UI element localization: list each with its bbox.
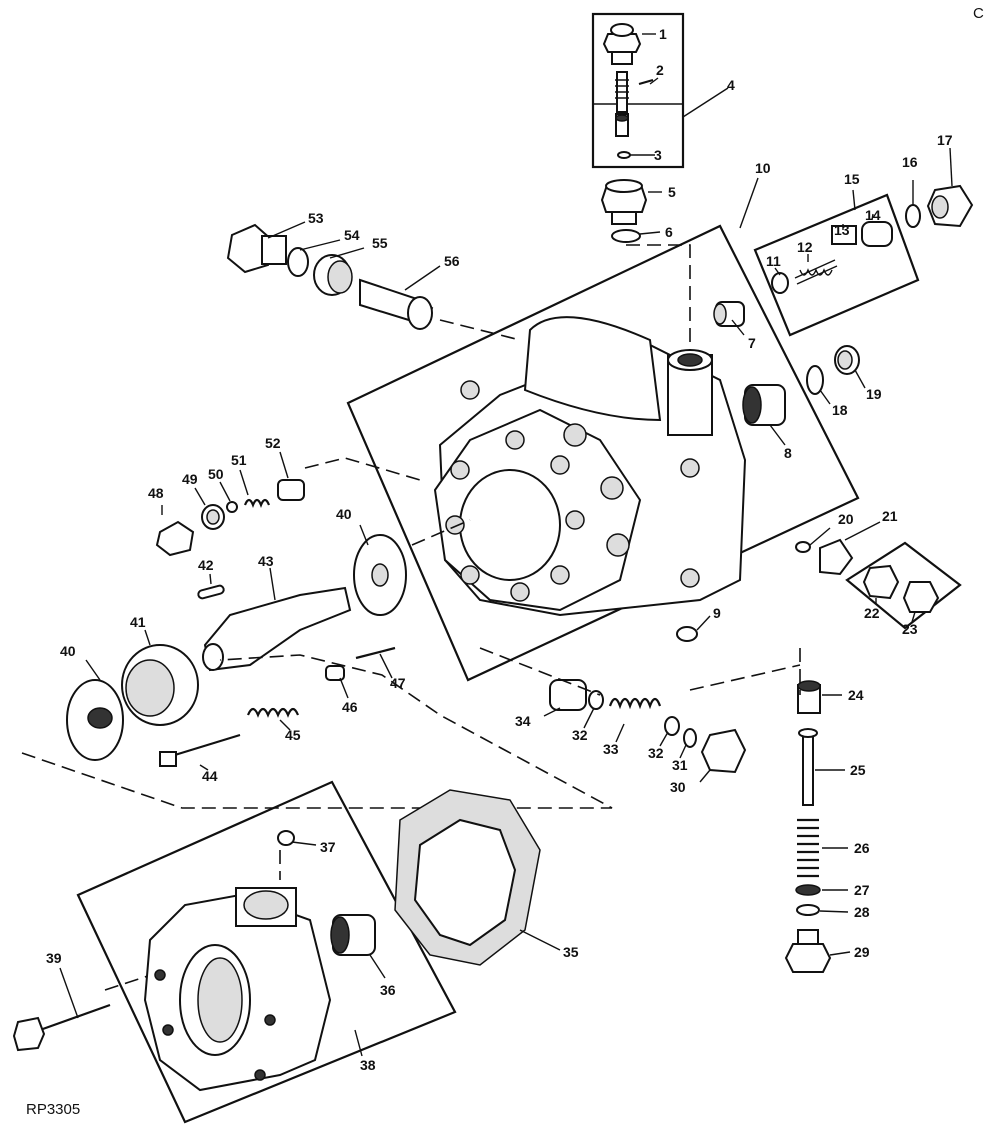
callout-5: 5 <box>668 184 676 200</box>
callout-26: 26 <box>854 840 870 856</box>
callout-40-a: 40 <box>336 506 352 522</box>
pump-cover <box>143 887 332 1092</box>
corner-mark: C <box>973 5 984 22</box>
callout-37: 37 <box>320 839 336 855</box>
bushing-7 <box>713 301 745 327</box>
callout-50: 50 <box>208 466 224 482</box>
pump-housing <box>433 316 747 617</box>
callout-23: 23 <box>902 621 918 637</box>
callout-40-b: 40 <box>60 643 76 659</box>
bolt-44 <box>164 733 241 760</box>
filter-cluster <box>226 223 434 330</box>
callout-1: 1 <box>659 26 667 42</box>
callout-54: 54 <box>344 227 360 243</box>
callout-22: 22 <box>864 605 880 621</box>
callout-19: 19 <box>866 386 882 402</box>
check-valve-cluster <box>155 479 305 557</box>
callout-47: 47 <box>390 675 406 691</box>
callout-32-b: 32 <box>648 745 664 761</box>
o-ring-16 <box>905 204 921 228</box>
callout-52: 52 <box>265 435 281 451</box>
callout-labels: 1 2 3 4 5 6 7 8 9 10 11 12 13 14 15 16 1… <box>46 26 953 1073</box>
callout-15: 15 <box>844 171 860 187</box>
main-housing-box <box>346 224 860 682</box>
callout-44: 44 <box>202 768 218 784</box>
callout-46: 46 <box>342 699 358 715</box>
callout-25: 25 <box>850 762 866 778</box>
callout-34: 34 <box>515 713 531 729</box>
thrust-washer-40-left <box>66 679 124 761</box>
valve-box-15 <box>753 193 920 337</box>
callout-4: 4 <box>727 77 735 93</box>
callout-27: 27 <box>854 882 870 898</box>
callout-36: 36 <box>380 982 396 998</box>
ring-41 <box>121 644 199 726</box>
center-valve-set <box>549 679 747 774</box>
callout-18: 18 <box>832 402 848 418</box>
callout-51: 51 <box>231 452 247 468</box>
callout-55: 55 <box>372 235 388 251</box>
callout-38: 38 <box>360 1057 376 1073</box>
seal-9 <box>676 626 698 642</box>
cover-box-38 <box>76 780 457 1124</box>
callout-8: 8 <box>784 445 792 461</box>
callout-39: 39 <box>46 950 62 966</box>
callout-24: 24 <box>848 687 864 703</box>
callout-2: 2 <box>656 62 664 78</box>
callout-42: 42 <box>198 557 214 573</box>
callout-41: 41 <box>130 614 146 630</box>
callout-35: 35 <box>563 944 579 960</box>
callout-29: 29 <box>854 944 870 960</box>
drive-shaft-43 <box>202 586 352 672</box>
right-valve-stack <box>784 680 832 973</box>
relief-valve-assembly-box <box>591 12 685 169</box>
callout-32-a: 32 <box>572 727 588 743</box>
callout-16: 16 <box>902 154 918 170</box>
callout-45: 45 <box>285 727 301 743</box>
callout-3: 3 <box>654 147 662 163</box>
leader-lines <box>59 33 953 1057</box>
callout-21: 21 <box>882 508 898 524</box>
callout-14: 14 <box>865 207 881 223</box>
plug-options-box <box>845 541 962 630</box>
callout-11: 11 <box>766 253 781 269</box>
callout-17: 17 <box>937 132 953 148</box>
callout-56: 56 <box>444 253 460 269</box>
callout-20: 20 <box>838 511 854 527</box>
bearing-8 <box>742 384 786 426</box>
callout-30: 30 <box>670 779 686 795</box>
plug-5 <box>600 179 648 225</box>
callout-10: 10 <box>755 160 771 176</box>
plug-17 <box>926 184 974 228</box>
assembly-center-lines <box>21 244 801 991</box>
callout-6: 6 <box>665 224 673 240</box>
callout-28: 28 <box>854 904 870 920</box>
figure-id: RP3305 <box>26 1101 80 1118</box>
o-ring-6 <box>611 229 641 243</box>
callout-12: 12 <box>797 239 813 255</box>
callout-9: 9 <box>713 605 721 621</box>
callout-49: 49 <box>182 471 198 487</box>
callout-33: 33 <box>603 741 619 757</box>
callout-13: 13 <box>834 222 850 238</box>
callout-43: 43 <box>258 553 274 569</box>
callout-31: 31 <box>672 757 688 773</box>
callout-53: 53 <box>308 210 324 226</box>
callout-48: 48 <box>148 485 164 501</box>
callout-7: 7 <box>748 335 756 351</box>
